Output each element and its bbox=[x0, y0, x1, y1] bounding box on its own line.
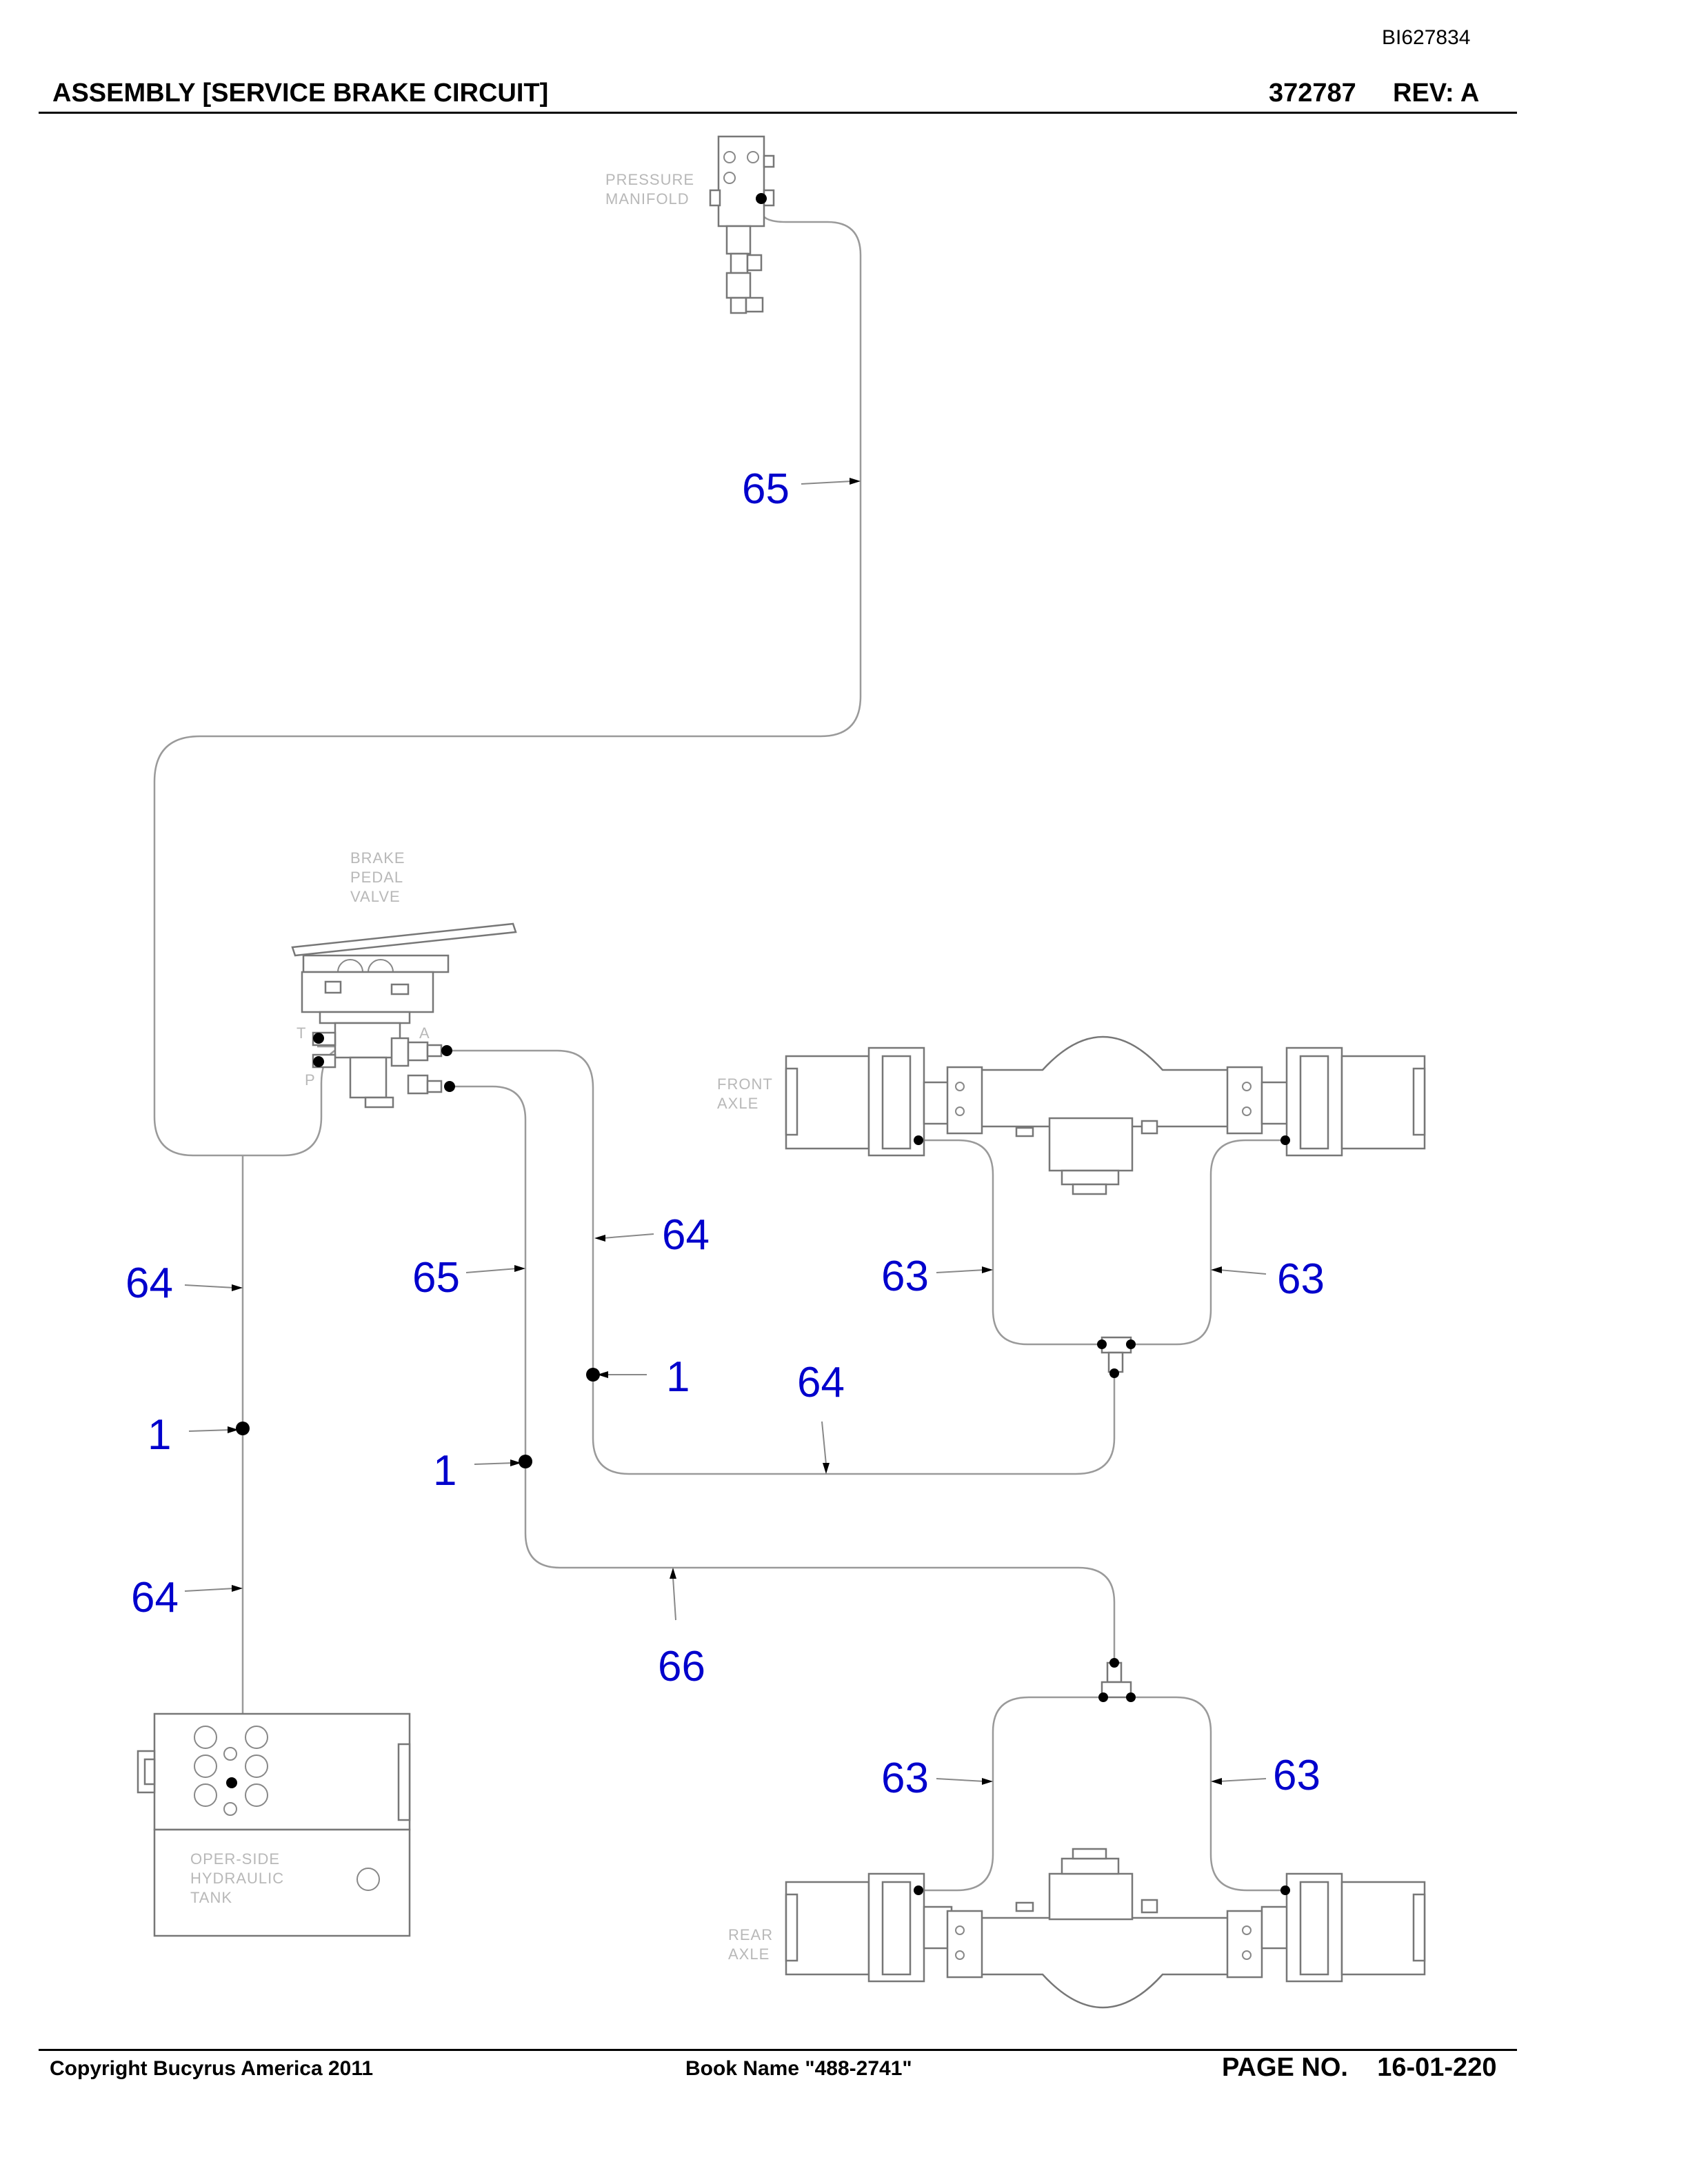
rear-axle-label-line2: AXLE bbox=[728, 1945, 770, 1963]
revision-label: REV: A bbox=[1393, 79, 1480, 108]
footer-book-name: Book Name "488-2741" bbox=[685, 2057, 912, 2080]
rear-tee-fitting bbox=[1098, 1658, 1136, 1702]
brake-pedal-valve-label-line1: BRAKE bbox=[350, 849, 405, 867]
callout-64-left-upper: 64 bbox=[125, 1260, 173, 1307]
front-tee-fitting bbox=[1097, 1336, 1136, 1378]
hydraulic-tank-label-line2: HYDRAULIC bbox=[190, 1870, 284, 1887]
valve-port-t-label: T bbox=[297, 1024, 306, 1042]
pressure-manifold-label-line2: MANIFOLD bbox=[605, 190, 690, 208]
hose-63-rear-right bbox=[1131, 1696, 1285, 1892]
callout-64-bottom: 64 bbox=[797, 1359, 845, 1406]
callout-63-rear-right: 63 bbox=[1273, 1752, 1320, 1799]
callout-66: 66 bbox=[658, 1643, 705, 1690]
brake-pedal-valve-label-line3: VALVE bbox=[350, 888, 401, 905]
brake-pedal-valve-label-line2: PEDAL bbox=[350, 869, 403, 886]
brake-pedal-valve bbox=[291, 922, 517, 1109]
callout-leaders bbox=[184, 478, 1267, 1785]
fitting-node-left bbox=[236, 1422, 250, 1435]
footer-page-number: PAGE NO. 16-01-220 bbox=[1222, 2053, 1497, 2082]
hose-63-front-left bbox=[918, 1139, 1102, 1346]
pressure-manifold-label-line1: PRESSURE bbox=[605, 171, 694, 188]
callout-1-mid: 1 bbox=[433, 1447, 456, 1495]
callout-1-left: 1 bbox=[148, 1411, 171, 1459]
pressure-manifold bbox=[709, 135, 775, 314]
document-id: BI627834 bbox=[1382, 26, 1471, 49]
fitting-node-mid bbox=[519, 1455, 532, 1468]
hose-63-rear-left bbox=[918, 1696, 1103, 1892]
callout-64-right-upper: 64 bbox=[662, 1211, 710, 1259]
part-number: 372787 bbox=[1269, 79, 1356, 108]
callout-63-front-left: 63 bbox=[881, 1253, 929, 1300]
front-axle-label-line2: AXLE bbox=[717, 1095, 758, 1112]
hydraulic-tank-label-line3: TANK bbox=[190, 1889, 232, 1906]
hose-65-66 bbox=[450, 1085, 1116, 1663]
valve-port-a-label: A bbox=[419, 1024, 430, 1042]
hydraulic-tank-label-line1: OPER-SIDE bbox=[190, 1850, 280, 1868]
front-axle-label-line1: FRONT bbox=[717, 1075, 773, 1093]
footer-divider bbox=[39, 2049, 1517, 2051]
hydraulic-tank bbox=[137, 1712, 411, 1937]
callout-63-rear-left: 63 bbox=[881, 1755, 929, 1802]
fitting-node-right bbox=[586, 1368, 600, 1382]
callout-63-front-right: 63 bbox=[1277, 1255, 1325, 1303]
callout-64-left-lower: 64 bbox=[131, 1574, 179, 1621]
callout-65-mid: 65 bbox=[412, 1254, 460, 1302]
header-divider bbox=[39, 112, 1517, 114]
hose-64-right bbox=[447, 1049, 1116, 1475]
callout-1-right: 1 bbox=[666, 1353, 690, 1401]
callout-65-upper: 65 bbox=[742, 465, 790, 513]
page-title: ASSEMBLY [SERVICE BRAKE CIRCUIT] bbox=[52, 79, 549, 108]
footer-copyright: Copyright Bucyrus America 2011 bbox=[50, 2057, 374, 2080]
valve-port-p-label: P bbox=[305, 1071, 316, 1089]
hose-63-front-right bbox=[1131, 1139, 1285, 1346]
rear-axle-label-line1: REAR bbox=[728, 1926, 773, 1943]
rear-axle bbox=[785, 1848, 1426, 2009]
front-axle bbox=[785, 1035, 1426, 1195]
hose-65-upper bbox=[153, 199, 862, 1157]
